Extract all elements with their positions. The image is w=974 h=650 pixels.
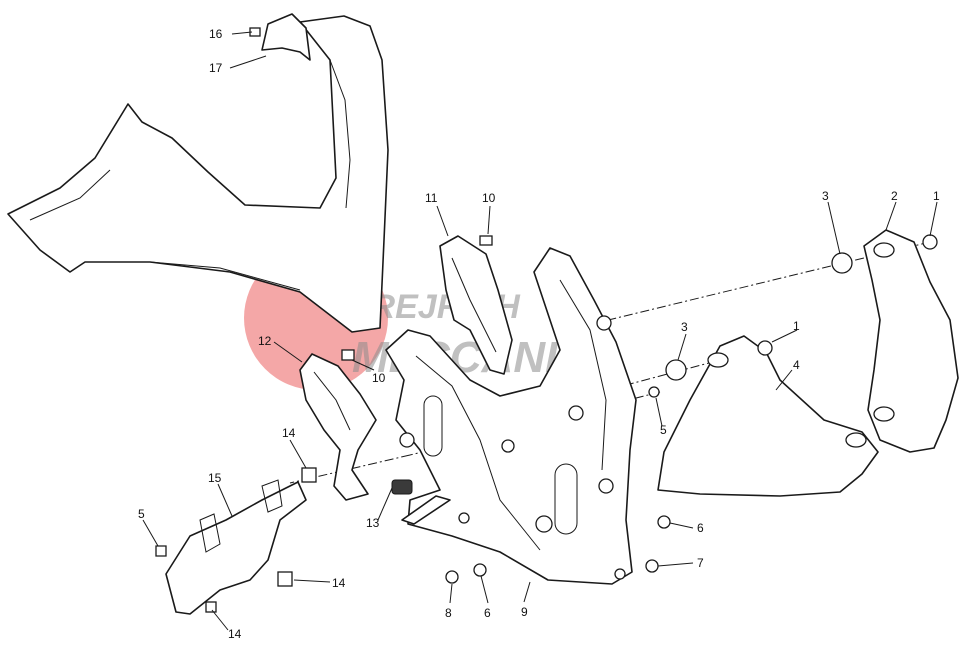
leader-lines	[142, 31, 938, 631]
hardware-items	[445, 234, 938, 584]
side-bracket-12	[299, 349, 377, 501]
callout-6: 6	[697, 521, 704, 535]
callout-6: 6	[484, 606, 491, 620]
callout-1: 1	[793, 319, 800, 333]
heat-shield-plate-2	[863, 229, 959, 453]
callout-17: 17	[209, 61, 223, 75]
callout-13: 13	[366, 516, 380, 530]
callout-14: 14	[282, 426, 296, 440]
callout-5: 5	[138, 507, 145, 521]
callout-14: 14	[332, 576, 346, 590]
callout-3: 3	[822, 189, 829, 203]
fairing-clip	[249, 13, 311, 61]
callout-8: 8	[445, 606, 452, 620]
callout-14: 14	[228, 627, 242, 641]
callout-12: 12	[258, 334, 272, 348]
callout-7: 7	[697, 556, 704, 570]
callout-4: 4	[793, 358, 800, 372]
callout-3: 3	[681, 320, 688, 334]
lower-bracket-15	[155, 467, 317, 615]
side-panel-4	[657, 335, 879, 497]
mount-bracket-11	[439, 235, 513, 375]
callout-10: 10	[372, 371, 386, 385]
callout-15: 15	[208, 471, 222, 485]
callout-1: 1	[933, 189, 940, 203]
callout-10: 10	[482, 191, 496, 205]
callout-11: 11	[425, 191, 438, 205]
callout-2: 2	[891, 189, 898, 203]
callout-5: 5	[660, 423, 667, 437]
callout-16: 16	[209, 27, 223, 41]
fairing-panel	[7, 15, 389, 333]
callout-9: 9	[521, 605, 528, 619]
callout-labels: 1 2 3 1 3 4 5 5 6 6 7 8 9 10 10 11 12 13…	[138, 27, 940, 641]
rubber-pad-13	[391, 479, 451, 525]
